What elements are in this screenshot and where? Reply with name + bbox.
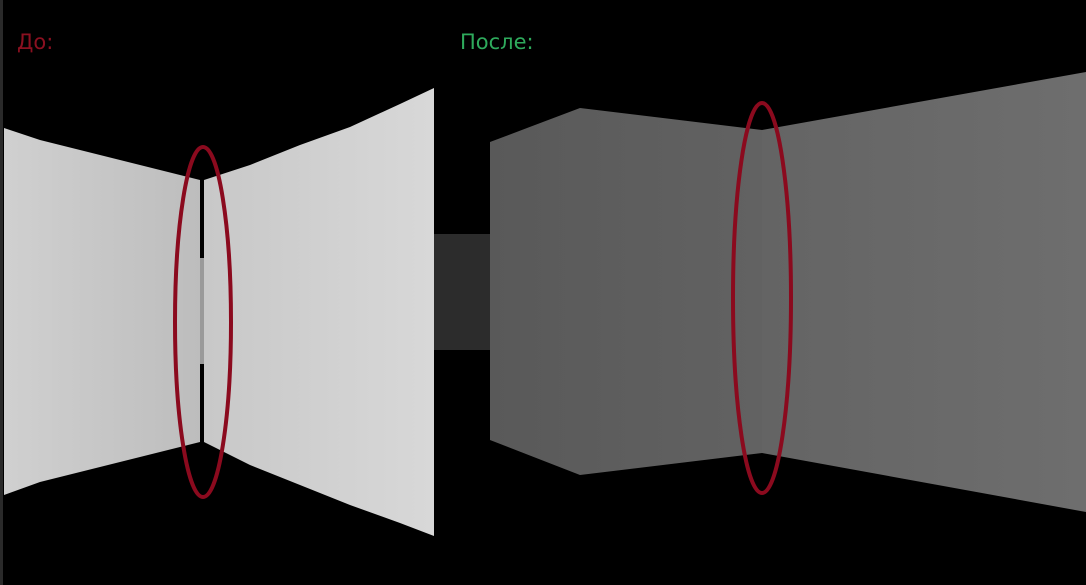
after-highlight-ellipse xyxy=(731,101,793,495)
after-left-wall xyxy=(490,108,762,475)
before-right-wall xyxy=(204,88,434,536)
before-highlight-ellipse xyxy=(173,145,233,499)
left-window-edge xyxy=(0,0,3,585)
after-label: После: xyxy=(460,30,534,54)
after-right-wall xyxy=(762,72,1086,512)
before-label: До: xyxy=(17,30,54,54)
before-left-wall xyxy=(4,128,200,495)
after-corridor-wall xyxy=(434,234,492,350)
before-seam-artifact-gray xyxy=(200,258,204,364)
